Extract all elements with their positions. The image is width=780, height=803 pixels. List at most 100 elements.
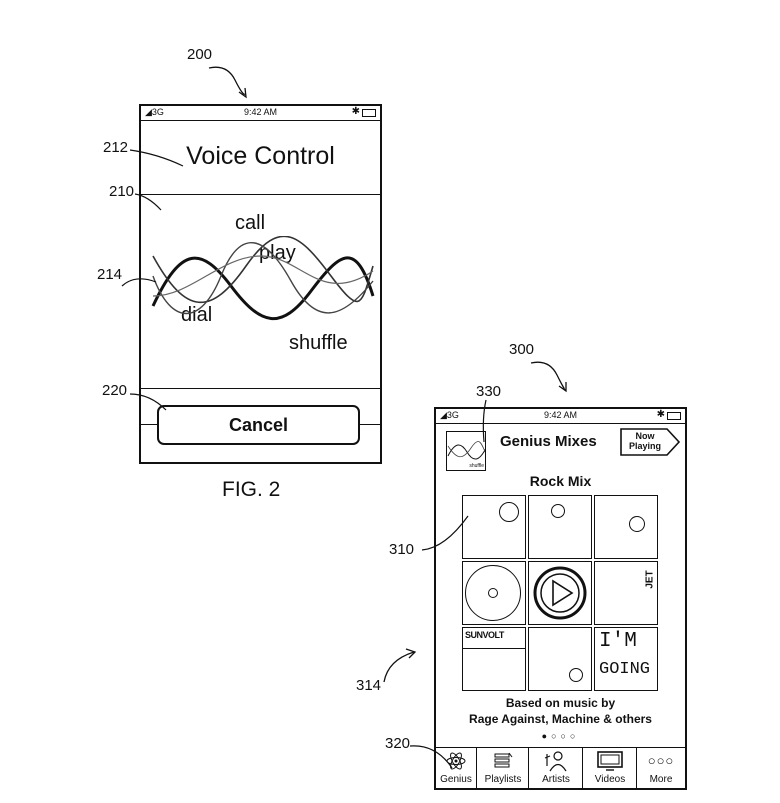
tile-divider <box>463 648 525 649</box>
ref-210: 210 <box>109 183 135 200</box>
signal-bars-icon: ◢ <box>440 410 447 420</box>
mix-tile[interactable]: JET <box>594 561 658 625</box>
page-title: Voice Control <box>186 142 335 170</box>
ref-310: 310 <box>389 541 415 558</box>
cancel-button-label: Cancel <box>228 415 289 435</box>
page-dot[interactable]: ○ <box>560 731 570 741</box>
command-dial: dial <box>181 304 213 326</box>
voice-control-phone: ◢3G 9:42 AM ✱ Voice Control call play di… <box>139 104 382 464</box>
header-title: Genius Mixes <box>500 433 597 450</box>
ref-212-leader <box>129 149 184 167</box>
mix-tile[interactable] <box>462 561 526 625</box>
ref-214-leader <box>121 278 157 287</box>
tab-playlists[interactable]: Playlists <box>476 748 529 788</box>
ref-330: 330 <box>476 383 502 400</box>
mix-tile[interactable]: I'M GOING <box>594 627 658 691</box>
mix-tile[interactable] <box>462 495 526 559</box>
tab-label: Videos <box>594 774 626 785</box>
tab-label: Genius <box>440 774 472 785</box>
mix-tile-play[interactable] <box>528 561 592 625</box>
record-icon <box>465 565 521 621</box>
record-hole-icon <box>488 588 498 598</box>
play-icon <box>533 566 587 620</box>
circle-icon <box>569 668 583 682</box>
circle-icon <box>629 516 645 532</box>
tab-label: More <box>649 774 673 785</box>
command-play: play <box>259 242 296 264</box>
current-mix-thumbnail[interactable]: shuffle <box>446 431 486 471</box>
tab-videos[interactable]: Videos <box>582 748 637 788</box>
ref-200-arrow <box>208 66 247 99</box>
ref-212: 212 <box>103 139 129 156</box>
signal-indicator: ◢3G <box>145 107 164 117</box>
tab-label: Artists <box>542 774 570 785</box>
more-dots-icon: ○○○ <box>647 753 675 768</box>
command-call: call <box>235 212 266 234</box>
ref-310-leader <box>421 515 469 551</box>
page-dot[interactable]: ● <box>541 731 552 741</box>
tab-artists[interactable]: Artists <box>528 748 583 788</box>
tile-text-jet: JET <box>644 570 656 589</box>
based-on-text: Based on music by Rage Against, Machine … <box>436 695 685 727</box>
waveform-thumb-icon <box>447 441 485 460</box>
cancel-button[interactable]: Cancel <box>157 405 360 445</box>
mix-tile[interactable]: SUNVOLT <box>462 627 526 691</box>
ref-220: 220 <box>102 382 128 399</box>
battery-icon <box>362 109 376 117</box>
voice-waveform <box>151 236 375 321</box>
circle-icon <box>551 504 565 518</box>
ref-330-leader <box>482 399 487 443</box>
divider <box>360 424 380 425</box>
ref-200: 200 <box>187 46 213 63</box>
tab-more[interactable]: ○○○ More <box>636 748 685 788</box>
status-bar: ◢3G 9:42 AM ✱ <box>436 409 685 424</box>
based-on-line2: Rage Against, Machine & others <box>469 712 652 726</box>
tile-text-im: I'M <box>599 630 637 653</box>
mix-tile[interactable] <box>594 495 658 559</box>
thumb-text: shuffle <box>469 463 484 469</box>
ref-220-leader <box>129 393 167 411</box>
mix-tile[interactable] <box>528 627 592 691</box>
mix-grid: JET SUNVOLT I'M GOING <box>462 495 660 691</box>
bluetooth-icon: ✱ <box>351 106 360 117</box>
mix-tile[interactable] <box>528 495 592 559</box>
ref-300: 300 <box>509 341 535 358</box>
page-dots[interactable]: ●○○○ <box>436 731 685 741</box>
playlist-icon <box>494 752 513 768</box>
command-shuffle: shuffle <box>289 332 348 354</box>
tab-label: Playlists <box>484 774 522 785</box>
based-on-line1: Based on music by <box>505 696 616 710</box>
bluetooth-icon: ✱ <box>656 409 665 420</box>
tv-icon <box>597 751 623 771</box>
signal-bars-icon: ◢ <box>145 107 152 117</box>
mix-title: Rock Mix <box>529 473 592 489</box>
divider <box>141 194 380 195</box>
tile-text-going: GOING <box>599 660 651 679</box>
divider <box>141 388 380 389</box>
ref-320: 320 <box>385 735 411 752</box>
ref-320-leader <box>409 745 453 769</box>
page-dot[interactable]: ○ <box>569 731 580 741</box>
clock: 9:42 AM <box>543 410 578 420</box>
divider <box>141 424 157 425</box>
ref-314: 314 <box>356 677 382 694</box>
now-playing-line2: Playing <box>628 441 661 451</box>
genius-mixes-phone: ◢3G 9:42 AM ✱ shuffle Genius Mixes Now P… <box>434 407 687 790</box>
page-dot[interactable]: ○ <box>551 731 561 741</box>
ref-214: 214 <box>97 266 123 283</box>
figure-caption-fig2: FIG. 2 <box>222 478 281 501</box>
ref-314-arrow <box>383 648 417 683</box>
now-playing-line1: Now <box>635 431 655 441</box>
status-bar: ◢3G 9:42 AM ✱ <box>141 106 380 121</box>
clock: 9:42 AM <box>243 107 278 117</box>
ref-300-arrow <box>530 361 567 393</box>
tile-text-sunvolt: SUNVOLT <box>465 630 504 640</box>
battery-icon <box>667 412 681 420</box>
tab-bar: Genius Playlists Artists <box>436 747 685 788</box>
now-playing-button[interactable]: Now Playing <box>619 428 681 456</box>
now-playing-shape <box>620 428 681 456</box>
artist-icon <box>544 751 567 772</box>
circle-icon <box>499 502 519 522</box>
signal-indicator: ◢3G <box>440 410 459 420</box>
ref-210-leader <box>134 193 162 211</box>
